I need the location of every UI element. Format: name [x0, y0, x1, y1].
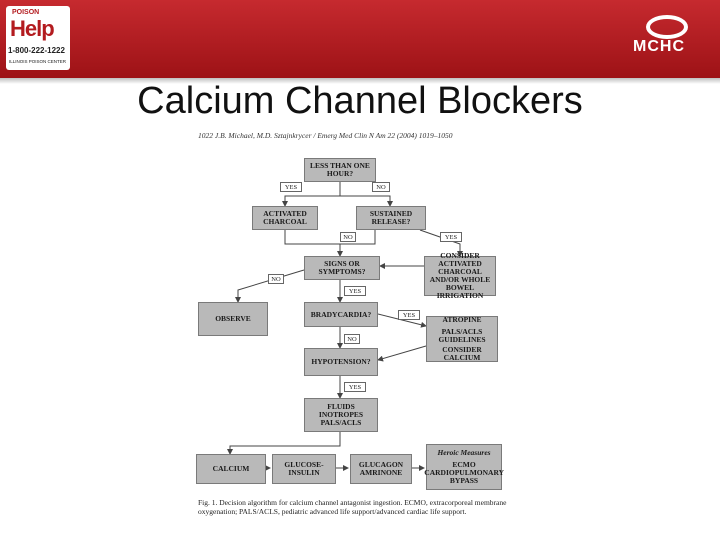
arrow-brady-yes: [377, 313, 427, 328]
arrow-sr-yes: [419, 229, 463, 257]
node-sustained-release: SUSTAINED RELEASE?: [356, 206, 426, 230]
logo-line1: POISON: [12, 9, 40, 16]
figure-caption: Fig. 1. Decision algorithm for calcium c…: [198, 498, 507, 516]
mchc-logo: MCHC: [630, 12, 710, 62]
arrow-charcoal-to-signs: [284, 230, 343, 257]
node-fluids-inotropes: FLUIDS INOTROPES PALS/ACLS: [304, 398, 378, 432]
node-calcium: CALCIUM: [196, 454, 266, 484]
node-hypotension: HYPOTENSION?: [304, 348, 378, 376]
arrow-hypo-yes-atropine: [377, 345, 427, 362]
label-yes-5: YES: [344, 382, 366, 392]
node-glucose-insulin: GLUCOSE-INSULIN: [272, 454, 336, 484]
node-less-than-one-hour: LESS THAN ONE HOUR?: [304, 158, 376, 182]
poison-help-logo: POISON Help 1-800-222-1222 ILLINOIS POIS…: [6, 6, 70, 70]
node-atropine: ATROPINE PALS/ACLS GUIDELINES CONSIDER C…: [426, 316, 498, 362]
node-signs-symptoms: SIGNS OR SYMPTOMS?: [304, 256, 380, 280]
node-glucagon-amrinone: GLUCAGON AMRINONE: [350, 454, 412, 484]
label-yes-2: YES: [440, 232, 462, 242]
mchc-ring-icon: [646, 15, 688, 39]
label-yes-1: YES: [280, 182, 302, 192]
atropine-title: ATROPINE: [442, 315, 482, 324]
logo-line2: Help: [10, 16, 55, 41]
label-no-3: NO: [268, 274, 284, 284]
logo-phone: 1-800-222-1222: [8, 46, 65, 55]
header-bar: [0, 0, 720, 78]
arrow-fluids-to-calcium: [227, 432, 341, 455]
label-no-1: NO: [372, 182, 390, 192]
node-activated-charcoal: ACTIVATED CHARCOAL: [252, 206, 318, 230]
node-observe: OBSERVE: [198, 302, 268, 336]
heroic-body: ECMO CARDIOPULMONARY BYPASS: [424, 460, 505, 485]
slide-title: Calcium Channel Blockers: [137, 80, 583, 122]
figure-citation: 1022 J.B. Michael, M.D. Sztajnkrycer / E…: [198, 131, 453, 140]
mchc-logo-text: MCHC: [633, 38, 685, 55]
label-yes-4: YES: [398, 310, 420, 320]
heroic-title: Heroic Measures: [437, 448, 491, 457]
atropine-pals: PALS/ACLS GUIDELINES: [438, 327, 486, 344]
logo-center-name: ILLINOIS POISON CENTER: [9, 59, 67, 64]
atropine-calcium: CONSIDER CALCIUM: [442, 345, 482, 362]
arrow-hour-no: [339, 182, 393, 207]
arrow-sr-no: [340, 230, 376, 245]
node-heroic-measures: Heroic Measures ECMO CARDIOPULMONARY BYP…: [424, 444, 505, 490]
label-no-4: NO: [344, 334, 360, 344]
node-bradycardia: BRADYCARDIA?: [304, 302, 378, 327]
label-no-2: NO: [340, 232, 356, 242]
header-shadow: [0, 78, 720, 84]
label-yes-3: YES: [344, 286, 366, 296]
node-consider-activated-charcoal: CONSIDER ACTIVATED CHARCOAL AND/OR WHOLE…: [424, 252, 496, 300]
